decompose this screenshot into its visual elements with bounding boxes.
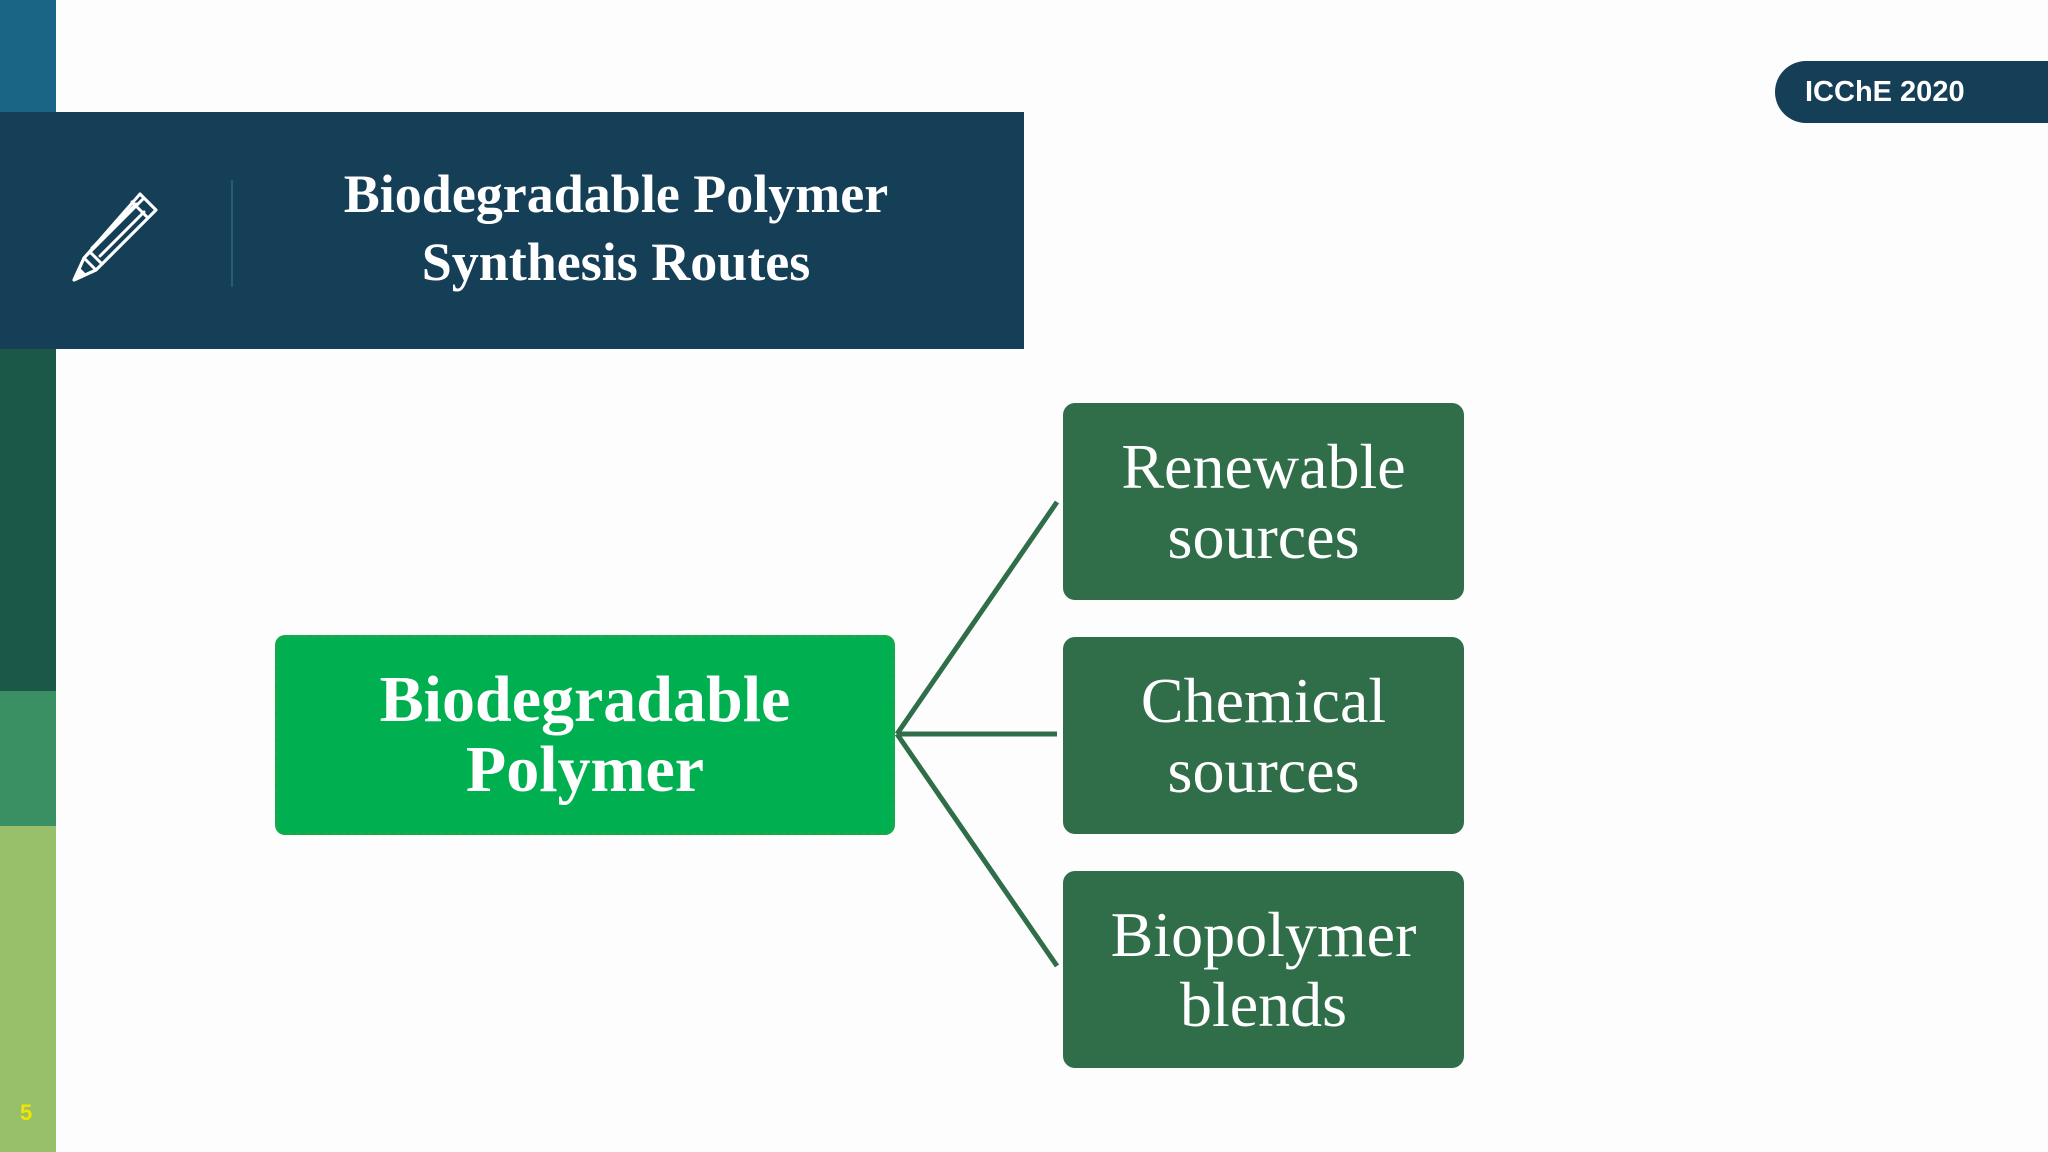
root-node-label: Biodegradable Polymer	[380, 665, 791, 805]
conference-badge	[1775, 61, 2048, 123]
child-node-biopolymer-blends[interactable]: Biopolymer blends	[1063, 871, 1464, 1068]
child-node-label: Chemical sources	[1140, 664, 1387, 806]
child-node-label-line-1: Chemical	[1140, 664, 1387, 736]
child-node-chemical-sources[interactable]: Chemical sources	[1063, 637, 1464, 834]
page-title: Biodegradable Polymer Synthesis Routes	[300, 160, 932, 296]
slide-number: 5	[20, 1100, 33, 1125]
conference-badge-label: ICChE 2020	[1805, 76, 1965, 108]
root-node-biodegradable-polymer[interactable]: Biodegradable Polymer	[275, 635, 895, 835]
child-node-label-line-2: blends	[1179, 968, 1348, 1040]
child-node-label-line-1: Renewable	[1121, 430, 1406, 502]
title-divider	[231, 180, 233, 287]
sidebar-segment-1	[0, 0, 56, 112]
sidebar-segment-4	[0, 691, 56, 826]
sidebar-segment-5	[0, 826, 56, 1152]
root-node-label-line-2: Polymer	[465, 733, 705, 806]
pencil-icon	[72, 192, 158, 282]
child-node-label-line-2: sources	[1167, 734, 1360, 806]
connector-renewable	[894, 500, 1060, 736]
page-title-line-2: Synthesis Routes	[421, 232, 811, 292]
page-title-line-1: Biodegradable Polymer	[343, 164, 889, 224]
connector-biopolymer	[894, 732, 1060, 968]
child-node-label-line-2: sources	[1167, 500, 1360, 572]
sidebar-segment-3	[0, 349, 56, 691]
child-node-renewable-sources[interactable]: Renewable sources	[1063, 403, 1464, 600]
title-bar	[0, 112, 1024, 349]
child-node-label-line-1: Biopolymer	[1110, 898, 1417, 970]
child-node-label: Renewable sources	[1121, 430, 1406, 572]
child-node-label: Biopolymer blends	[1110, 898, 1417, 1040]
root-node-label-line-1: Biodegradable	[379, 663, 791, 736]
